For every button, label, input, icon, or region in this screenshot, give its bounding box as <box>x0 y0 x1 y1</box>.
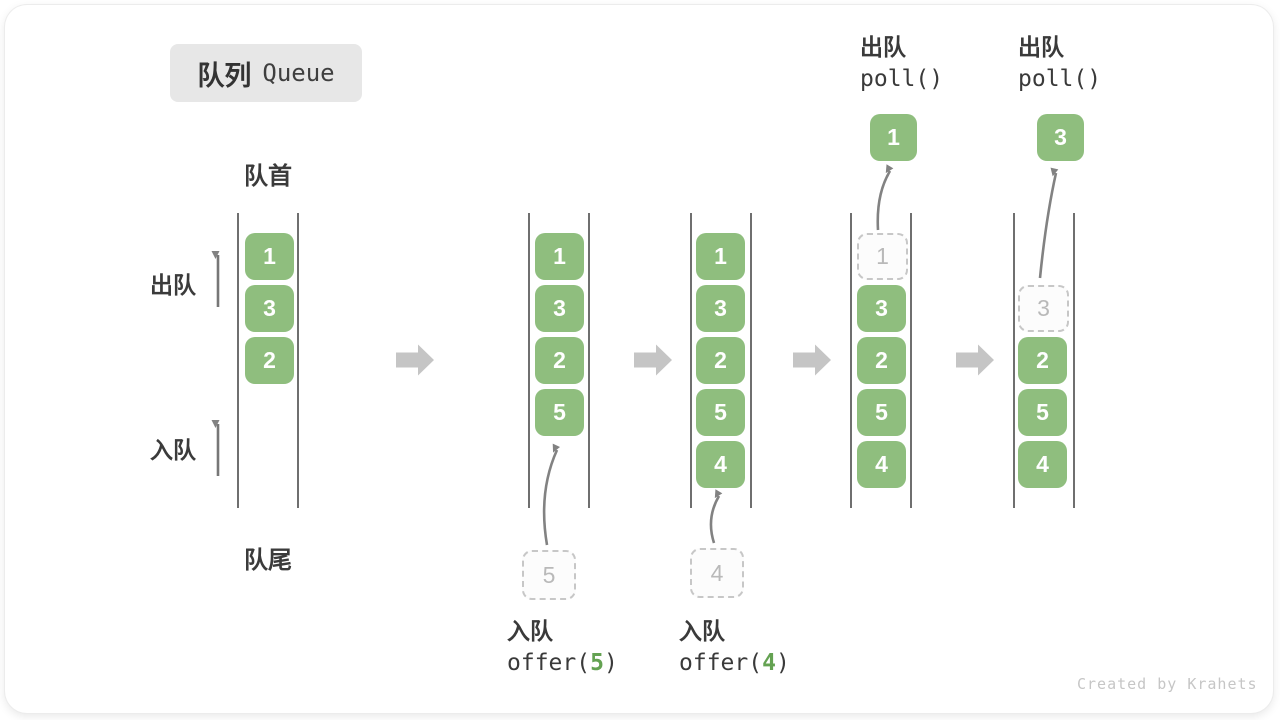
queue4-left-wall <box>850 213 852 508</box>
queue5-right-wall <box>1073 213 1075 508</box>
label-queue-rear: 队尾 <box>244 547 292 574</box>
queue2-cell: 2 <box>535 337 584 384</box>
figure-card <box>5 5 1273 713</box>
queue4-cell: 4 <box>857 441 906 488</box>
queue4-cell: 2 <box>857 337 906 384</box>
queue5-cell: 4 <box>1018 441 1067 488</box>
operation-poll-2-label: 出队 <box>1018 34 1064 60</box>
operation-offer-5-code: offer(5) <box>507 650 618 676</box>
queue3-cell: 3 <box>696 285 745 332</box>
queue3-cell: 1 <box>696 233 745 280</box>
title-zh: 队列 <box>197 60 252 91</box>
operation-poll-1: 出队 poll() <box>860 32 943 96</box>
queue5-cell: 5 <box>1018 389 1067 436</box>
queue4-ghost-cell: 1 <box>857 233 908 280</box>
polled-value-3: 3 <box>1037 114 1084 161</box>
offer-arg-4: 4 <box>762 650 776 676</box>
queue3-right-wall <box>750 213 752 508</box>
title-en: Queue <box>262 59 335 87</box>
queue2-right-wall <box>588 213 590 508</box>
watermark-credit: Created by Krahets <box>1077 675 1258 693</box>
queue5-cell: 2 <box>1018 337 1067 384</box>
incoming-value-4: 4 <box>690 548 744 598</box>
queue1-cell: 1 <box>245 233 294 280</box>
operation-poll-2: 出队 poll() <box>1018 32 1101 96</box>
queue3-left-wall <box>690 213 692 508</box>
operation-offer-4-code: offer(4) <box>679 650 790 676</box>
operation-offer-4-label: 入队 <box>679 618 725 644</box>
queue2-left-wall <box>528 213 530 508</box>
label-enqueue: 入队 <box>150 437 196 463</box>
queue2-cell: 5 <box>535 389 584 436</box>
offer-arg-5: 5 <box>590 650 604 676</box>
incoming-value-5: 5 <box>522 550 576 600</box>
label-dequeue: 出队 <box>150 272 196 298</box>
queue1-right-wall <box>297 213 299 508</box>
queue5-ghost-cell: 3 <box>1018 285 1069 332</box>
queue3-cell: 4 <box>696 441 745 488</box>
queue3-cell: 2 <box>696 337 745 384</box>
operation-offer-5-label: 入队 <box>507 618 553 644</box>
queue2-cell: 3 <box>535 285 584 332</box>
operation-offer-5: 入队 offer(5) <box>507 616 618 680</box>
queue3-cell: 5 <box>696 389 745 436</box>
operation-offer-4: 入队 offer(4) <box>679 616 790 680</box>
operation-poll-1-code: poll() <box>860 66 944 92</box>
queue4-cell: 5 <box>857 389 906 436</box>
label-queue-front: 队首 <box>244 163 292 190</box>
polled-value-1: 1 <box>870 114 917 161</box>
queue4-cell: 3 <box>857 285 906 332</box>
queue5-left-wall <box>1013 213 1015 508</box>
queue1-left-wall <box>237 213 239 508</box>
queue1-cell: 3 <box>245 285 294 332</box>
queue1-cell: 2 <box>245 337 294 384</box>
queue2-cell: 1 <box>535 233 584 280</box>
operation-poll-1-label: 出队 <box>860 34 906 60</box>
queue4-right-wall <box>910 213 912 508</box>
title-badge: 队列 Queue <box>170 44 362 102</box>
operation-poll-2-code: poll() <box>1018 66 1102 92</box>
